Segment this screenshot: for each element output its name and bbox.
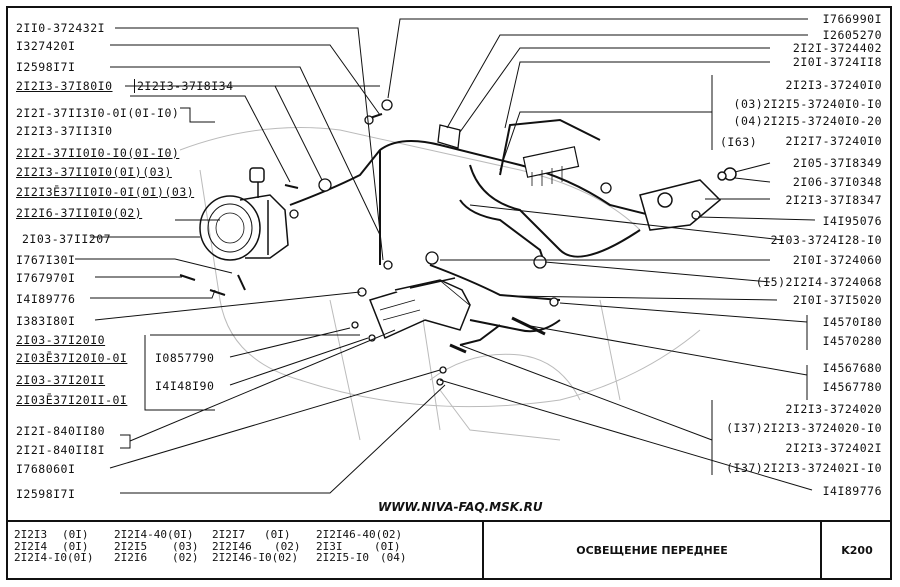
model-code: 2I2I4 <box>14 539 48 553</box>
watermark-url: WWW.NIVA-FAQ.MSK.RU <box>378 500 543 514</box>
part-number: 2I2I3Ē37II0I0-0I(0I)(03) <box>16 185 195 199</box>
body-outline <box>179 127 701 441</box>
model-config: (04) <box>380 551 407 564</box>
model-row: 2I2I3 (0I) 2I2I4-40(0I) 2I2I7 (0I) 2I2I46-… <box>14 529 416 541</box>
model-config: (02) <box>172 551 199 564</box>
part-number: 2I2I3-37II3I0 <box>16 124 113 138</box>
turn-lamp <box>639 167 737 231</box>
part-number: (I5)2I2I4-3724068 <box>755 275 882 289</box>
model-config: (03) <box>172 539 199 553</box>
model-code: 2I3I <box>316 539 343 553</box>
part-number: I4I89776 <box>16 292 76 306</box>
part-number: I4570I80 <box>822 315 882 329</box>
part-number: 2I2I7-37240I0 <box>785 134 882 148</box>
part-number: 2I2I3-372402I <box>785 441 882 455</box>
part-number: 2I2I-37II3I0-0I(0I-I0) <box>16 106 180 120</box>
part-number: I4I89776 <box>822 484 882 498</box>
part-number: I768060I <box>16 462 76 476</box>
part-number: 2I0I-37I5020 <box>792 293 882 307</box>
model-code: 2I2I3 <box>14 528 48 541</box>
part-number: I2598I7I <box>16 60 76 74</box>
part-number: I4I95076 <box>822 214 882 228</box>
part-number: I2598I7I <box>16 487 76 501</box>
model-config: (02) <box>274 539 301 553</box>
part-number: 2I03Ē37I20I0-0I <box>16 351 128 365</box>
part-number: 2I03-3724I28-I0 <box>770 233 882 247</box>
part-number: 2I2I3-37II0I0(0I)(03) <box>16 165 172 179</box>
part-number: 2I2I-840II80 <box>16 424 106 438</box>
leader-lines <box>75 18 816 494</box>
drawing-frame <box>6 6 892 580</box>
part-number: (I37)2I2I3-3724020-I0 <box>726 421 882 435</box>
part-number: 2I2I-37II0I0-I0(0I-I0) <box>16 146 180 160</box>
part-number: 2I2I3-3724020 <box>785 402 882 416</box>
part-number: (I63) <box>720 135 758 149</box>
part-number: 2I2I-3724402 <box>792 41 882 55</box>
part-number: 2I2I-840II8I <box>16 443 106 457</box>
part-number: 2I2I3-37I8I34 <box>134 79 234 93</box>
model-row: 2I2I4-I0(0I) 2I2I6 (02) 2I2I46-I0(02) 2I2… <box>14 552 416 564</box>
part-number: 2II0-372432I <box>16 21 106 35</box>
side-lamp-assembly <box>369 277 471 340</box>
title-block-divider <box>820 520 822 580</box>
model-code: 2I2I46 <box>212 539 252 553</box>
model-row: 2I2I4 (0I) 2I2I5 (03) 2I2I46 (02) 2I3I (0I) <box>14 539 416 553</box>
part-number: I4I48I90 <box>155 379 215 393</box>
part-number: 2I2I3-37I80I0 <box>16 79 113 93</box>
part-number: 2I0I-3724II8 <box>792 55 882 69</box>
part-number: I767970I <box>16 271 76 285</box>
part-number: 2I03Ē37I20II-0I <box>16 393 128 407</box>
model-code: 2I2I5-I0 <box>316 551 369 564</box>
part-number: I327420I <box>16 39 76 53</box>
part-number: 2I03-37II207 <box>22 232 112 246</box>
part-number: I383I80I <box>16 314 76 328</box>
part-number: (04)2I2I5-37240I0-20 <box>733 114 882 128</box>
model-config: (0I) <box>374 539 401 553</box>
model-code: 2I2I6 <box>114 551 148 564</box>
model-code: 2I2I4-I0(0I) <box>14 551 94 564</box>
sheet-code: K200 <box>841 544 873 557</box>
part-number: I4570280 <box>822 334 882 348</box>
part-number: 2I2I6-37II0I0(02) <box>16 206 143 220</box>
fasteners <box>179 99 701 386</box>
part-number: I4567680 <box>822 361 882 375</box>
part-number: I0857790 <box>155 351 215 365</box>
model-code: 2I2I46-I0(02) <box>212 551 299 564</box>
model-config: (0I) <box>62 528 89 541</box>
part-number: I767I30I <box>16 253 76 267</box>
title-block-border <box>6 520 892 522</box>
part-number: I4567780 <box>822 380 882 394</box>
model-code: 2I2I7 <box>212 528 246 541</box>
part-number: 2I06-37I0348 <box>792 175 882 189</box>
part-number: (03)2I2I5-37240I0-I0 <box>733 97 882 111</box>
wiring-harness <box>289 118 681 346</box>
model-config: (0I) <box>62 539 89 553</box>
part-number: 2I2I3-37I8347 <box>785 193 882 207</box>
part-number: 2I03-37I20II <box>16 373 106 387</box>
part-number: 2I0I-3724060 <box>792 253 882 267</box>
part-number: I2605270 <box>822 28 882 42</box>
model-code: 2I2I46-40(02) <box>316 528 403 541</box>
part-number: I766990I <box>822 12 882 26</box>
sheet-title: ОСВЕЩЕНИЕ ПЕРЕДНЕЕ <box>576 544 728 557</box>
title-block-divider <box>482 520 484 580</box>
model-code: 2I2I5 <box>114 539 148 553</box>
model-applicability-table: 2I2I3 (0I) 2I2I4-40(0I) 2I2I7 (0I) 2I2I46-… <box>14 529 416 564</box>
part-number: 2I05-37I8349 <box>792 156 882 170</box>
part-number: (I37)2I2I3-372402I-I0 <box>726 461 882 475</box>
part-number: 2I2I3-37240I0 <box>785 78 882 92</box>
headlamp <box>199 167 289 261</box>
connector-block <box>522 146 580 186</box>
model-config: (0I) <box>264 528 291 541</box>
model-code: 2I2I4-40(0I) <box>114 528 194 541</box>
part-number: 2I03-37I20I0 <box>16 333 106 347</box>
